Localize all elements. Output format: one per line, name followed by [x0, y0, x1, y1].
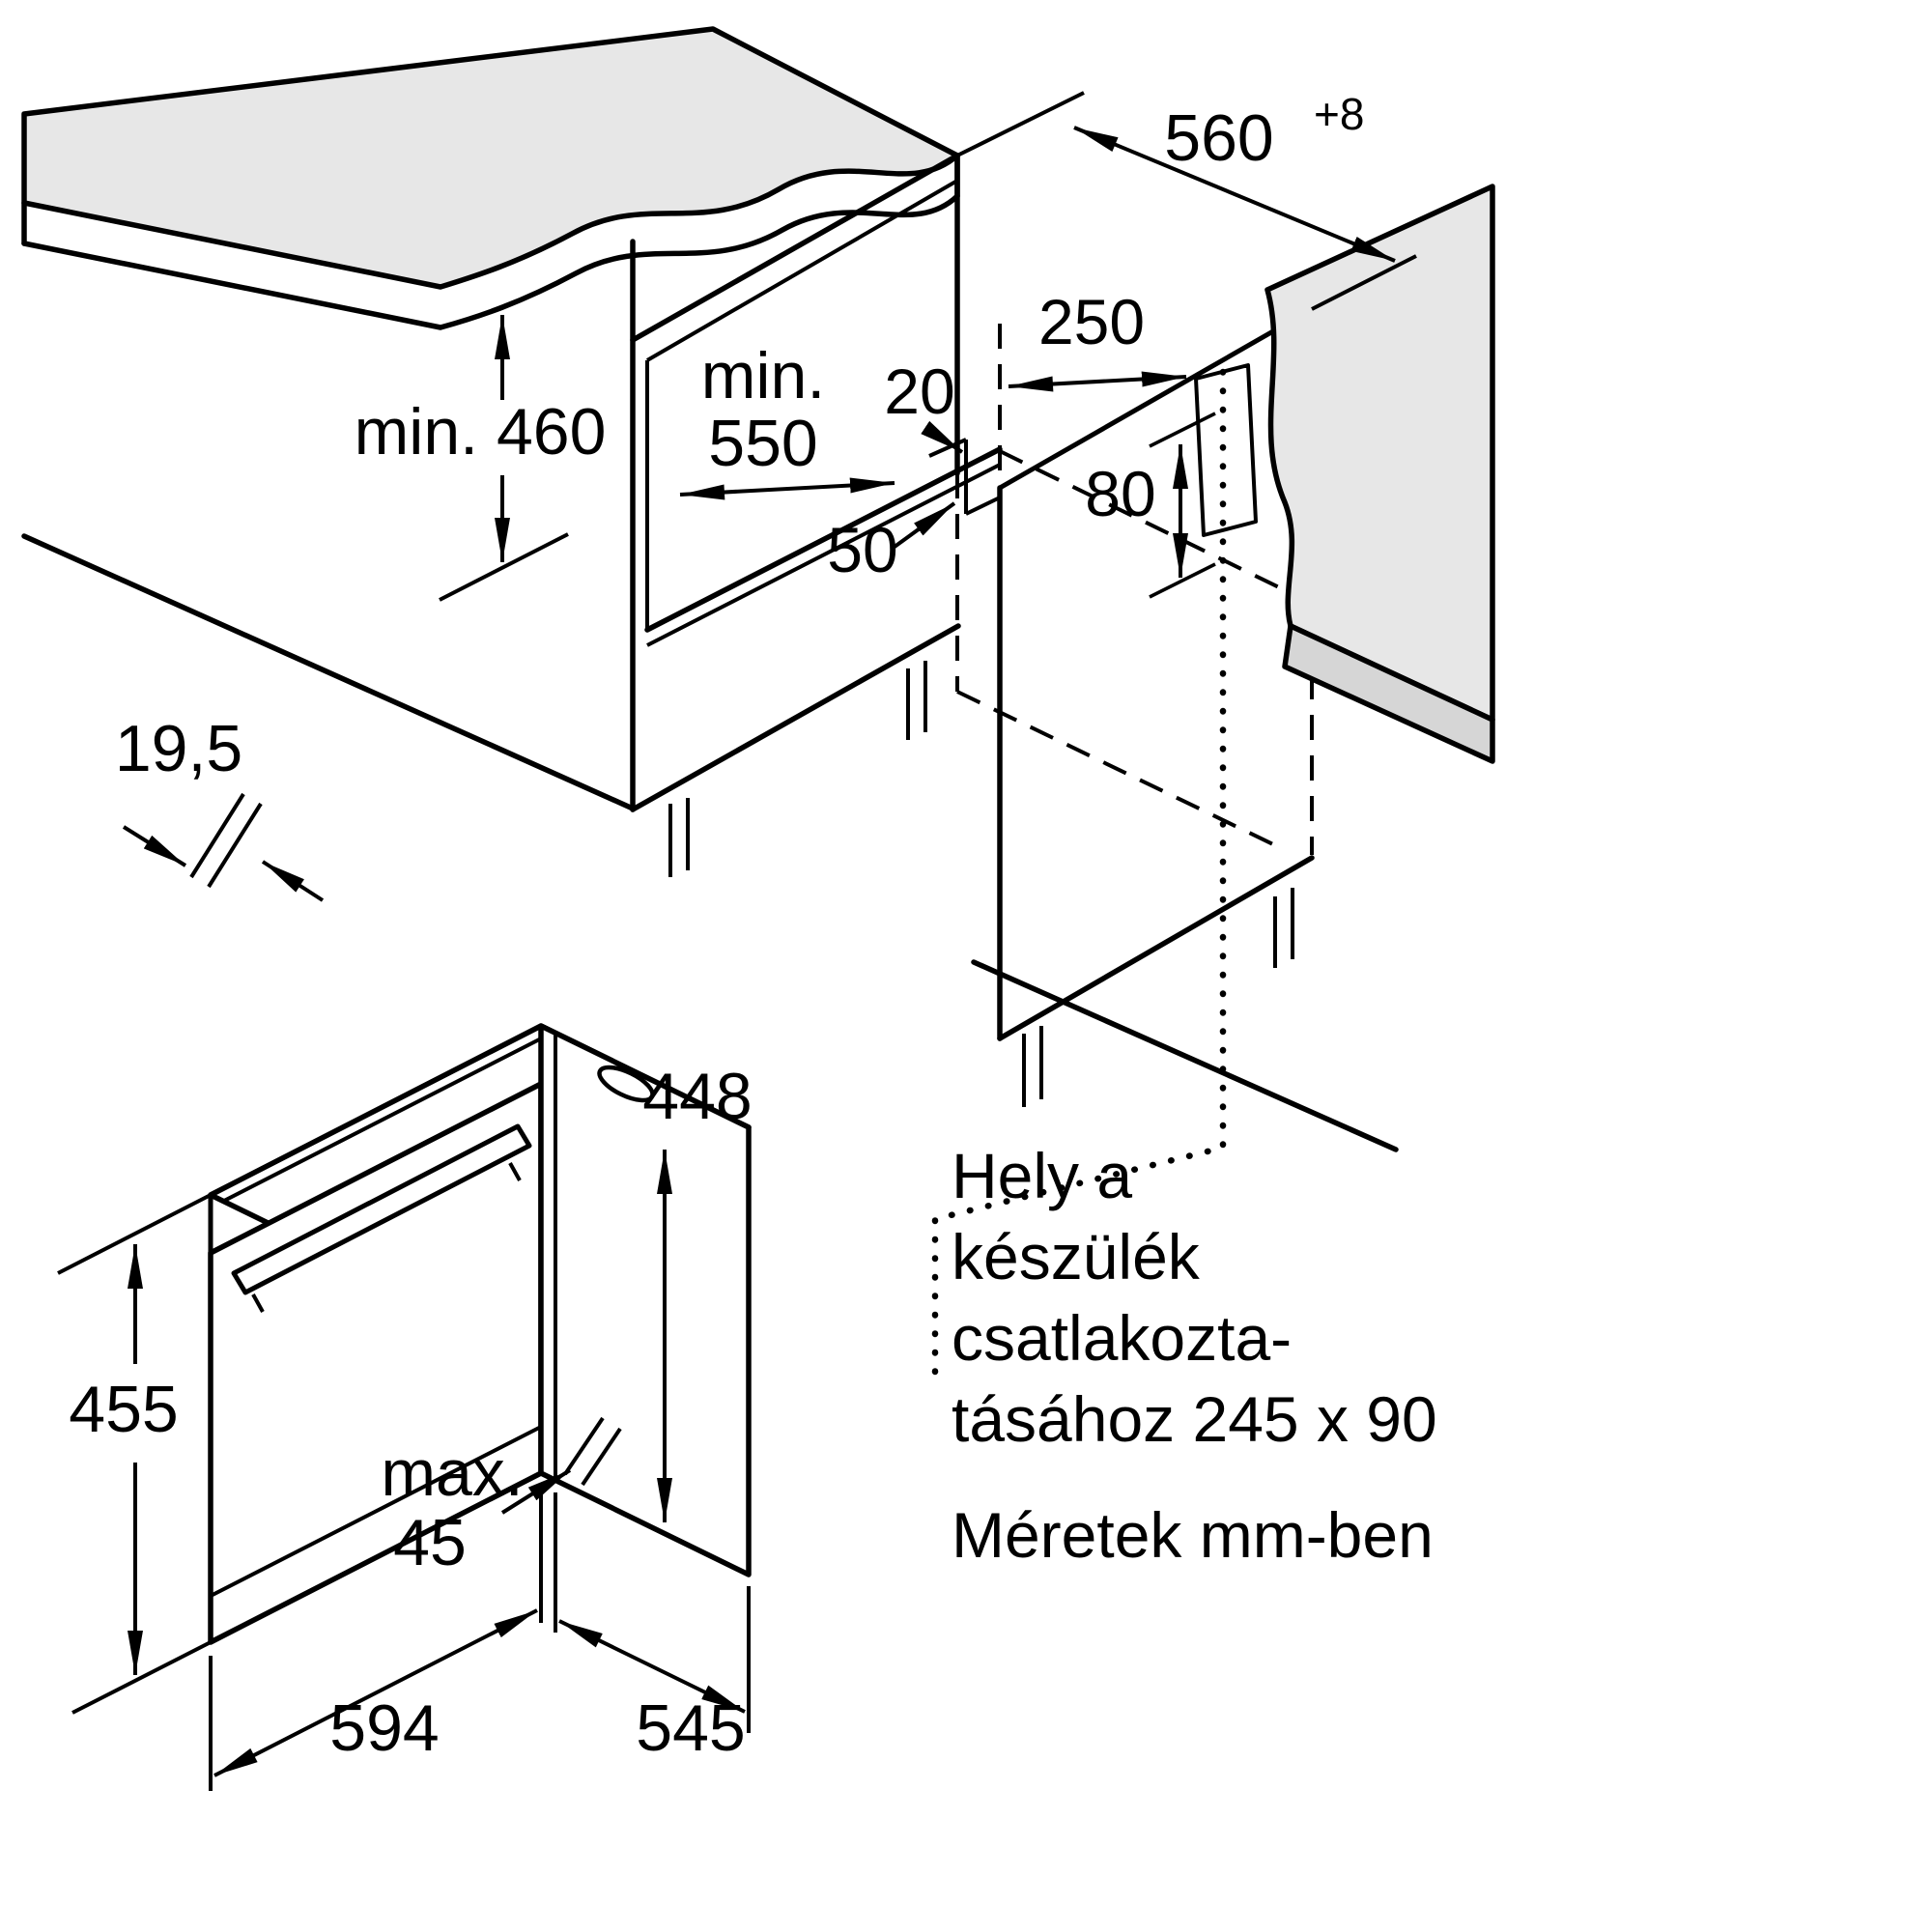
dimensions: min. 460 min. 550 560 +8 250 20 50 [57, 89, 1417, 1791]
niche-floor-thickness [646, 463, 1001, 647]
cabinet-legs [668, 661, 927, 877]
wall-panel-face [1264, 184, 1495, 723]
dim-448: 448 [642, 1060, 753, 1522]
dim-min460: min. 460 [355, 315, 607, 602]
dim-min550-label-2: 550 [708, 407, 817, 480]
countertop [21, 26, 960, 330]
note-line-2: készülék [952, 1221, 1201, 1293]
niche-floor-front-edge [644, 446, 1003, 633]
dim-50: 50 [827, 501, 956, 585]
dim-50-leader [893, 501, 956, 549]
dim-250-arrow [1008, 371, 1187, 392]
floor-line-right [971, 959, 1399, 1152]
floor-lines [21, 533, 1399, 1152]
dim-80: 80 [1085, 412, 1216, 599]
cabinet-hidden-bottom-edge [956, 690, 1278, 848]
oven-handle-mounts [251, 1162, 522, 1313]
dim-19-5-tick-1 [189, 792, 245, 879]
wall-panel-bottom-band [1282, 623, 1495, 764]
dim-560-sup: +8 [1314, 89, 1364, 139]
right-cabinet-legs [1022, 888, 1294, 1107]
countertop-edge-band [21, 193, 960, 330]
dim-455-label: 455 [69, 1373, 178, 1446]
outlet-area [931, 363, 1258, 1385]
dim-20: 20 [884, 355, 964, 454]
note-units: Méretek mm-ben [952, 1499, 1434, 1571]
dim-min460-label: min. 460 [355, 395, 607, 469]
dim-19-5-tick-2 [207, 802, 263, 889]
oven-door-bottom-line [210, 1425, 542, 1598]
dim-545-arrow [558, 1619, 746, 1714]
dim-560-arrow [1073, 126, 1396, 263]
dim-20-label: 20 [884, 355, 954, 427]
dim-max45: max. 45 [381, 1416, 622, 1579]
dim-545: 545 [554, 1492, 751, 1765]
dim-560: 560 +8 [956, 89, 1417, 311]
dim-50-label: 50 [827, 514, 897, 585]
notes-block: Hely a készülék csatlakozta- tásához 245… [952, 1140, 1437, 1571]
right-cabinet [997, 306, 1320, 1107]
dim-80-label: 80 [1085, 458, 1155, 529]
dim-max45-leader [500, 1468, 572, 1515]
dim-250-label: 250 [1038, 286, 1145, 357]
right-cabinet-floor-hidden [999, 449, 1320, 609]
dim-19-5-arrow-right [261, 860, 325, 902]
dim-19-5: 19,5 [115, 712, 325, 902]
oven [208, 1023, 752, 1645]
dim-max45-tick-2 [581, 1427, 622, 1487]
note-line-3: csatlakozta- [952, 1302, 1292, 1374]
right-cabinet-top-edge [998, 306, 1314, 491]
countertop-top-face [21, 26, 960, 290]
right-cabinet-bottom-edge [997, 855, 1315, 1041]
oven-side-face [538, 1023, 752, 1577]
dim-min550: min. 550 [679, 339, 895, 500]
dim-80-ext-top [1149, 412, 1216, 448]
dim-560-label: 560 [1164, 101, 1273, 175]
outlet-leader-dotted [931, 368, 1227, 1385]
dim-455-ext-top [57, 1193, 212, 1275]
dim-560-ext-right [1311, 254, 1417, 311]
dim-80-ext-bottom [1149, 562, 1216, 599]
dim-560-ext-left [956, 91, 1085, 157]
cabinet-bottom-front-edge [630, 623, 961, 812]
note-line-1: Hely a [952, 1140, 1132, 1211]
dim-20-leader [921, 420, 964, 454]
dim-min550-label-1: min. [701, 339, 825, 412]
dim-594-label: 594 [329, 1691, 439, 1765]
oven-top-frame-line [223, 1031, 554, 1203]
dim-max45-label-2: 45 [393, 1506, 467, 1579]
dim-455-ext-bottom [71, 1640, 212, 1715]
oven-handle [231, 1123, 532, 1295]
dim-545-label: 545 [636, 1691, 745, 1765]
dim-19-5-label: 19,5 [115, 712, 242, 785]
outlet-hatch [1194, 363, 1258, 537]
cabinet-niche [630, 153, 1278, 877]
dim-594-arrow [213, 1608, 538, 1777]
dim-max45-tick-1 [563, 1416, 605, 1476]
niche-top-edge-inner [645, 179, 959, 362]
niche-back-step [928, 438, 1001, 516]
dim-455: 455 [57, 1193, 212, 1715]
dim-448-label: 448 [642, 1060, 752, 1133]
right-wall-panel [1264, 184, 1495, 764]
note-line-4: tásához 245 x 90 [952, 1383, 1437, 1455]
floor-line-left [21, 533, 636, 811]
dim-min460-ext [439, 532, 569, 602]
oven-side-grip [597, 1065, 655, 1103]
dim-max45-label-1: max. [381, 1436, 523, 1510]
dim-594: 594 [209, 1488, 543, 1791]
dim-250: 250 [1008, 286, 1187, 392]
niche-top-edge-outer [630, 153, 960, 343]
dim-19-5-arrow-left [122, 825, 187, 867]
dim-min550-arrow [679, 477, 895, 500]
